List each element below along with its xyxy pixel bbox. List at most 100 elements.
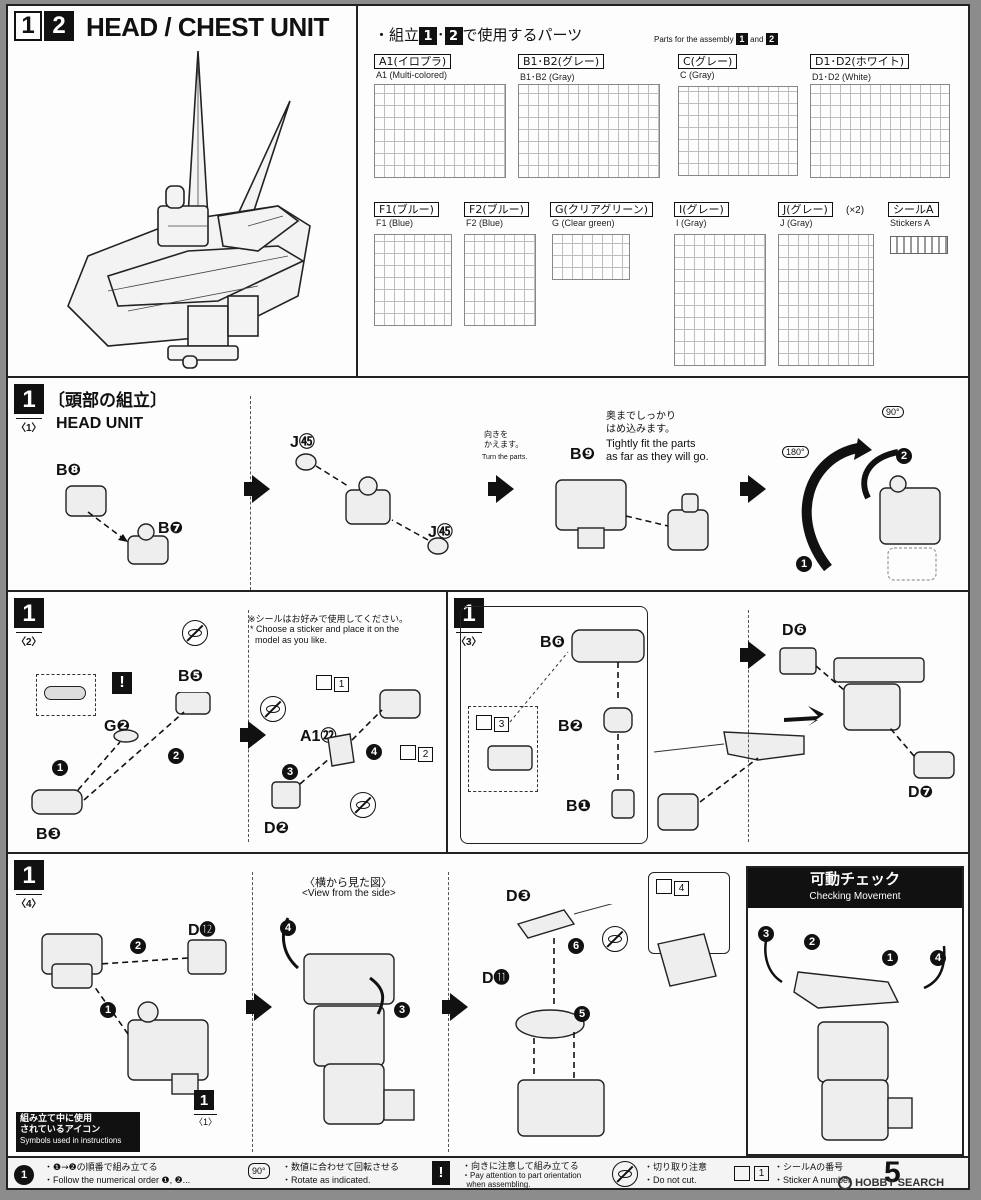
legend-rotate-jp: ・数値に合わせて回転させる <box>282 1163 400 1173</box>
order-4-dot: 4 <box>366 744 382 760</box>
order-5-4c-dot: 5 <box>574 1006 590 1022</box>
runner-label-j: J(グレー) <box>778 202 833 217</box>
order-2-check: 2 <box>804 932 820 950</box>
step-1-2-number: 1 <box>14 598 44 628</box>
instruction-sheet: 1 2 HEAD / CHEST UNIT <box>6 4 970 1190</box>
turn-note-en: Turn the parts. <box>482 454 528 461</box>
next-arrow-2-head <box>496 475 514 503</box>
step-1-3-callout <box>460 606 648 844</box>
order-1-marker: 1 <box>796 556 812 572</box>
side-view-jp: 〈横から見た図〉 <box>304 876 392 889</box>
next-arrow-5-head <box>748 641 766 669</box>
step-1-2-panel: 1 〈2〉 ! G❷ B❺ B❸ 1 2 ※シールはお好みで使用してください。 … <box>8 592 448 854</box>
fit-note-jp: 奥までしっかり はめ込みます。 <box>606 411 676 435</box>
label-b9: B❾ <box>570 446 596 463</box>
legend-order: 1 ・❶→❷の順番で組み立てる ・Follow the numerical or… <box>14 1161 240 1187</box>
sticker-4-number: 4 <box>674 881 689 896</box>
rotate-order-1: 1 <box>796 554 812 572</box>
next-arrow-6 <box>246 1000 254 1014</box>
order-2-4a-dot: 2 <box>130 938 146 954</box>
runner-sub-f1: F1 (Blue) <box>376 218 414 228</box>
order-1-4a-dot: 1 <box>100 1002 116 1018</box>
step-1-2-drawing <box>31 692 211 815</box>
label-b7: B❼ <box>158 520 184 537</box>
movement-check-drawing <box>764 931 946 1141</box>
dashed-detail-box <box>36 674 96 716</box>
runner-label-g: G(クリアグリーン) <box>550 202 654 217</box>
step-1-4-sub: 〈4〉 <box>16 894 42 910</box>
runner-sub-a1: A1 (Multi-colored) <box>376 70 448 80</box>
sticker-3-box <box>468 706 538 792</box>
next-arrow-2 <box>488 482 496 496</box>
runner-sub-d: D1･D2 (White) <box>812 72 872 82</box>
order-3-check-dot: 3 <box>758 926 774 942</box>
runner-sub-g: G (Clear green) <box>552 218 615 228</box>
step-1-3-sub: 〈3〉 <box>456 632 482 648</box>
runner-sub-f2: F2 (Blue) <box>466 218 504 228</box>
step-1-3-panel: 1 〈3〉 B❻ B❷ B❶ 3 D❻ D❼ <box>448 592 968 854</box>
symbols-caption-en: Symbols used in instructions <box>20 1136 122 1145</box>
step-1-3b-drawing <box>779 647 955 779</box>
order-4-check-dot: 4 <box>930 950 946 966</box>
order-2-marker: 2 <box>896 448 912 464</box>
runner-g <box>552 234 630 280</box>
legend-orientation-icon: ! <box>432 1161 450 1185</box>
step-1-4-drawing <box>41 933 227 1095</box>
order-1-dot: 1 <box>52 760 68 776</box>
next-arrow-4 <box>240 728 248 742</box>
next-arrow-4-head <box>248 721 266 749</box>
runner-f2 <box>464 234 536 326</box>
b8-part-drawing <box>65 485 169 565</box>
step-1-1-en-title: HEAD UNIT <box>56 415 144 432</box>
runner-i <box>674 234 766 366</box>
order-3-4b: 3 <box>394 1000 410 1018</box>
label-d7: D❼ <box>908 784 934 801</box>
label-a122: A1㉒ <box>300 728 337 745</box>
label-d12: D⓬ <box>188 922 216 939</box>
b9-part-drawing <box>555 479 709 551</box>
page-title: HEAD / CHEST UNIT <box>86 12 329 42</box>
runner-b <box>518 84 660 178</box>
side-view-drawing <box>281 917 415 1125</box>
runner-label-stickers: シールA <box>888 202 939 217</box>
no-cut-icon-4 <box>602 926 628 952</box>
label-b5: B❺ <box>178 668 204 685</box>
rotate-180-label: 180° <box>782 446 809 458</box>
sticker-3-number: 3 <box>494 717 509 732</box>
ref-sub: 〈1〉 <box>194 1114 218 1128</box>
label-j55-top: J㊺ <box>290 434 315 451</box>
label-b8: B❽ <box>56 462 82 479</box>
sticker-3-flag-icon <box>476 715 492 731</box>
next-arrow <box>244 482 252 496</box>
sticker-1-flag-icon <box>316 675 332 691</box>
runner-sub-j: J (Gray) <box>780 218 813 228</box>
runner-label-b: B1･B2(グレー) <box>518 54 605 69</box>
symbols-caption-jp: 組み立て中に使用 されているアイコン <box>20 1114 101 1135</box>
step-1-4-panel: 1 〈4〉 D⓬ 1 2 1 〈1〉 組み立て中に使用 されているアイコン Sy… <box>8 854 968 1156</box>
label-b6: B❻ <box>540 634 566 651</box>
parts-title-en-num-2: 2 <box>765 33 778 45</box>
rotation-drawing <box>801 438 941 581</box>
step-1-1-sub: 〈1〉 <box>16 418 42 434</box>
order-5-4c: 5 <box>574 1004 590 1022</box>
legend-sticker-en: ・Sticker A number <box>774 1175 852 1185</box>
legend-order-jp: ・❶→❷の順番で組み立てる <box>44 1163 158 1173</box>
parts-title-en-and: and <box>750 35 764 44</box>
step-1-4-number: 1 <box>14 860 44 890</box>
order-2-check-dot: 2 <box>804 934 820 950</box>
legend-sticker: 1 ・シールAの番号 ・Sticker A number <box>734 1161 864 1187</box>
order-2: 2 <box>168 746 184 764</box>
order-4-check: 4 <box>930 948 946 966</box>
g2-detail-part <box>44 686 86 700</box>
order-6-4c-dot: 6 <box>568 938 584 954</box>
step-1-2b-drawing <box>271 689 421 809</box>
movement-check-box: 可動チェック Checking Movement 3 2 1 4 <box>746 866 964 1156</box>
rotate-90-label: 90° <box>882 406 904 418</box>
runner-label-a1: A1(イロプラ) <box>374 54 452 69</box>
sticker-1-marker: 1 <box>316 674 349 692</box>
label-d2: D❷ <box>264 820 290 837</box>
symbols-caption: 組み立て中に使用 されているアイコン Symbols used in instr… <box>16 1112 140 1152</box>
